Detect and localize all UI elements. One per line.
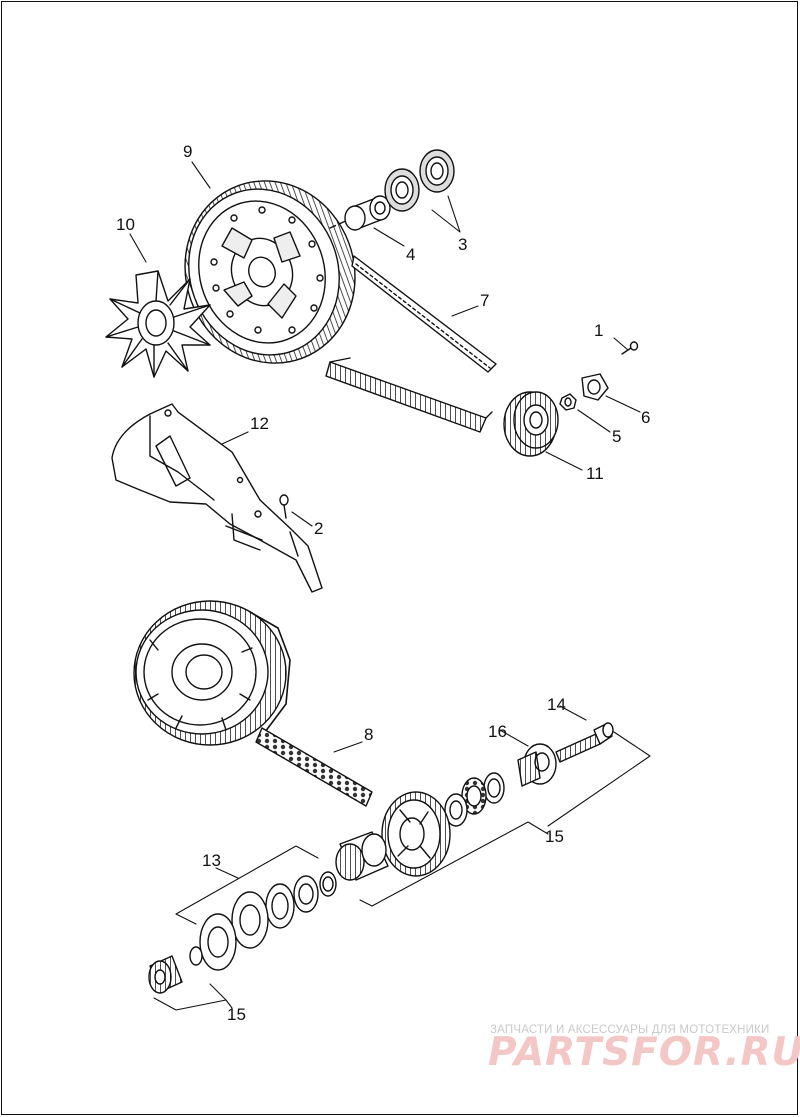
leader-lines (129, 161, 651, 1011)
drive-belt (325, 255, 497, 433)
callout-2: 2 (314, 519, 324, 538)
transmission-sprocket (503, 391, 559, 457)
callout-11: 11 (586, 464, 604, 483)
spring-washers (189, 871, 337, 971)
sliding-cam (517, 743, 557, 787)
callout-12: 12 (250, 414, 269, 433)
callout-10: 10 (116, 215, 135, 234)
callout-5: 5 (612, 427, 622, 446)
sprocket-nut (559, 393, 577, 411)
callout-6: 6 (641, 408, 651, 427)
compensator-sprocket (381, 791, 451, 877)
thrust-washers (444, 772, 505, 827)
callout-15-lower: 15 (227, 1005, 246, 1024)
spacer-sleeve (344, 195, 391, 231)
wheel-bearings (384, 149, 455, 212)
pulley-damper (105, 270, 211, 378)
shaft-extension (148, 955, 183, 994)
primary-chain (255, 727, 373, 807)
rear-belt-pulley (184, 180, 356, 364)
watermark-caption: ЗАПЧАСТИ И АКСЕССУАРЫ ДЛЯ МОТОТЕХНИКИ (490, 1024, 770, 1036)
clutch-basket (133, 600, 291, 746)
callout-8: 8 (364, 725, 374, 744)
callout-16: 16 (488, 722, 507, 741)
callout-4: 4 (406, 245, 416, 264)
callout-14: 14 (547, 695, 566, 714)
guard-bolt (279, 494, 289, 519)
compensator-cam (335, 831, 389, 881)
callout-13: 13 (202, 851, 221, 870)
callout-15-upper: 15 (545, 827, 564, 846)
compensator-bolt (555, 722, 614, 763)
watermark-logo: PARTSFOR.RU (488, 1030, 800, 1075)
lock-plate-screw (621, 341, 639, 355)
callout-3: 3 (458, 235, 468, 254)
callout-9: 9 (183, 142, 193, 161)
callout-7: 7 (480, 291, 490, 310)
callout-1: 1 (594, 321, 604, 340)
belt-guard (111, 403, 323, 593)
lock-plate (581, 373, 609, 401)
